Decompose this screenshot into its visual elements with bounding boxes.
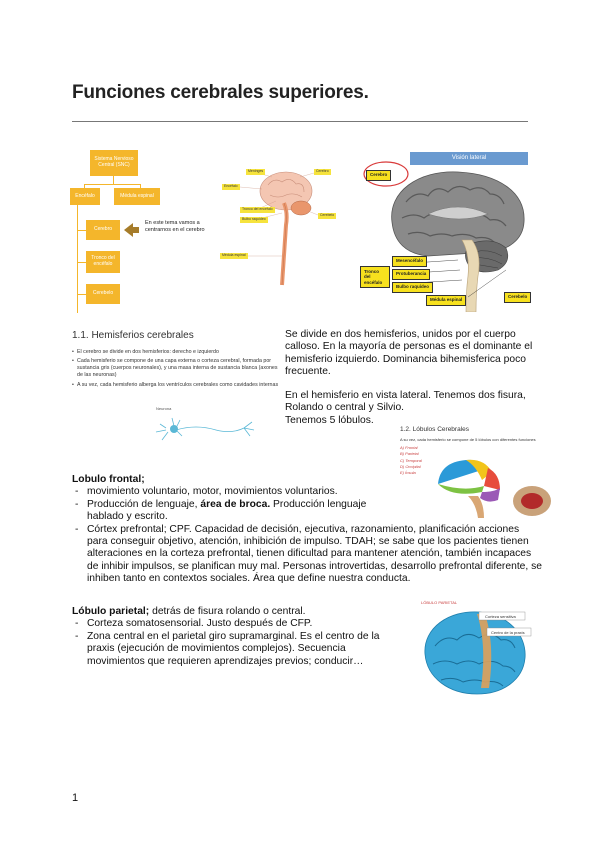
lateral-view-line-1: En el hemisferio en vista lateral. Tenem… — [285, 390, 526, 414]
ns-label-cerebelo: Cerebelo — [318, 213, 337, 219]
hemisferios-paragraph: Se divide en dos hemisferios, unidos por… — [285, 329, 533, 377]
brain-label-protuberancia: Protuberancia — [392, 269, 431, 280]
brain-illustration — [363, 161, 525, 312]
page-number: 1 — [72, 792, 79, 804]
parietal-heading-line: Lóbulo parietal; detrás de fisura roland… — [72, 606, 402, 618]
parietal-section: Lóbulo parietal; detrás de fisura roland… — [72, 606, 402, 668]
cm-arrow-tail — [133, 227, 139, 233]
parietal-figure: LÓBULO PARIETAL Corteza sensitiva Centro… — [415, 594, 533, 706]
neuron-label: Neurona — [156, 406, 172, 411]
ns-label-cerebro: Cerebro — [314, 169, 331, 175]
ns-label-tronco: Tronco del encéfalo — [240, 207, 275, 213]
frontal-heading: Lobulo frontal; — [72, 474, 145, 485]
lobulo-item: C) Temporal — [400, 457, 422, 463]
brain-label-cerebelo: Cerebelo — [504, 292, 532, 303]
frontal-item-2: Producción de lenguaje, área de broca. P… — [72, 499, 372, 524]
parietal-heading-rest: detrás de fisura rolando o central. — [149, 606, 306, 617]
cm-cerebro: Cerebro — [86, 220, 120, 240]
frontal-item-2-post: Producción lenguaje hablado y escrito. — [87, 498, 367, 523]
cm-line-c3 — [77, 294, 86, 295]
nervous-system-figure: Meninges Cerebro Encéfalo Tronco del enc… — [218, 163, 354, 293]
cm-line-v — [77, 205, 78, 313]
lobulos-slide-subtitle: A su vez, cada hemisferio se compone de … — [400, 437, 536, 442]
parietal-fig-label-corteza: Corteza sensitiva — [485, 614, 516, 619]
cm-tronco: Tronco del encéfalo — [86, 251, 120, 273]
hemisferios-bullet-2: Cada hemisferio se compone de una capa e… — [72, 358, 284, 379]
nervous-system-illustration — [239, 171, 319, 286]
frontal-item-3: Córtex prefrontal; CPF. Capacidad de dec… — [72, 524, 542, 586]
parietal-fig-label-title: LÓBULO PARIETAL — [421, 600, 458, 605]
cm-note: En este tema vamos a centrarnos en el ce… — [145, 220, 205, 234]
cm-cerebelo: Cerebelo — [86, 284, 120, 304]
cm-line-r — [140, 184, 141, 188]
brain-label-bulbo: Bulbo raquídeo — [392, 282, 433, 293]
frontal-item-2-bold: área de broca. — [200, 498, 271, 510]
lobulos-slide-title: 1.2. Lóbulos Cerebrales — [400, 426, 470, 433]
lobulo-item: B) Parietal — [400, 451, 419, 457]
parietal-heading: Lóbulo parietal; — [72, 606, 150, 617]
parietal-item-1: Corteza somatosensorial. Justo después d… — [72, 618, 402, 631]
hemisferios-bullet-1: El cerebro se divide en dos hemisferios:… — [72, 349, 284, 356]
parietal-item-2: Zona central en el parietal giro suprama… — [72, 631, 402, 668]
cm-medula: Médula espinal — [114, 188, 160, 205]
brain-label-tronco: Tronco del encéfalo — [360, 266, 390, 289]
lobulo-item: E) Ínsula — [400, 469, 416, 475]
brain-label-medula: Médula espinal — [426, 295, 467, 306]
cm-line-l — [84, 184, 85, 188]
brain-label-cerebro: Cerebro — [366, 170, 392, 181]
ns-label-medula: Médula espinal — [220, 253, 248, 259]
ns-label-meninges: Meninges — [246, 169, 266, 175]
hemisferios-slide-title: 1.1. Hemisferios cerebrales — [72, 330, 194, 341]
brain-label-mesencefalo: Mesencéfalo — [392, 256, 428, 267]
brain-figure-header: Visión lateral — [410, 152, 528, 165]
brain-lateral-figure: Visión lateral Cerebro Mesencéfalo Protu… — [358, 152, 532, 312]
parietal-brain-illustration: LÓBULO PARIETAL Corteza sensitiva Centro… — [421, 600, 532, 695]
hemisferios-bullet-3: A su vez, cada hemisferio alberga los ve… — [72, 382, 284, 389]
lateral-view-line-2: Tenemos 5 lóbulos. — [285, 414, 374, 426]
lobulo-item: D) Occipital — [400, 463, 421, 469]
cm-line-c1 — [77, 230, 86, 231]
cm-arrow-icon — [124, 223, 133, 237]
lobulo-item: A) Frontal — [400, 445, 418, 451]
parietal-fig-label-praxis: Centro de la praxis — [491, 630, 525, 635]
cm-root: Sistema Nervioso Central (SNC) — [90, 150, 138, 176]
cm-line-root — [113, 176, 114, 184]
title-divider — [72, 121, 528, 122]
frontal-section: Lobulo frontal; movimiento voluntario, m… — [72, 474, 542, 586]
hemisferios-slide: 1.1. Hemisferios cerebrales El cerebro s… — [72, 330, 284, 448]
ns-label-bulbo: Bulbo raquídeo — [240, 217, 268, 223]
neuron-illustration — [155, 417, 255, 441]
frontal-item-2-pre: Producción de lenguaje, — [87, 498, 201, 510]
page-title: Funciones cerebrales superiores. — [72, 82, 369, 103]
lateral-view-paragraph: En el hemisferio en vista lateral. Tenem… — [285, 390, 535, 427]
cm-line-c2 — [77, 262, 86, 263]
frontal-item-1: movimiento voluntario, motor, movimiento… — [72, 486, 542, 499]
concept-map: Sistema Nervioso Central (SNC) Encéfalo … — [70, 150, 250, 313]
lobulos-list: A) Frontal B) Parietal C) Temporal D) Oc… — [400, 445, 540, 476]
cm-line-h — [84, 184, 140, 185]
ns-label-encefalo: Encéfalo — [222, 184, 240, 190]
cm-encefalo: Encéfalo — [70, 188, 100, 205]
